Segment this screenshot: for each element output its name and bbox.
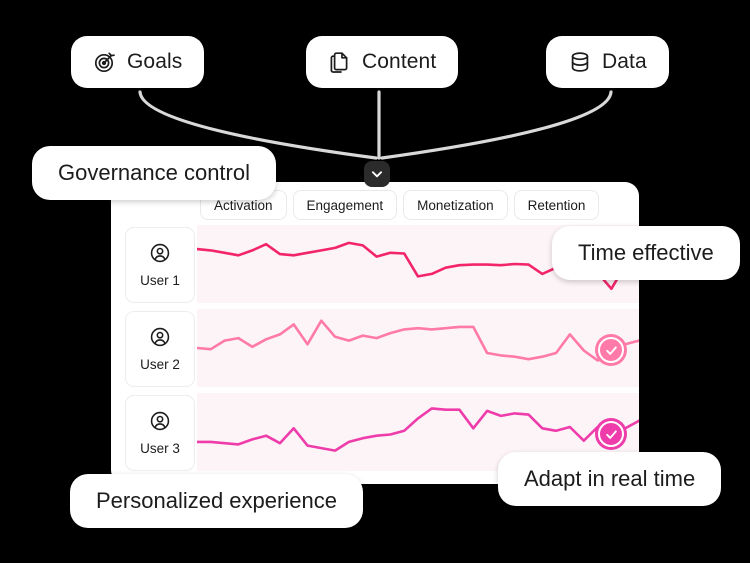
source-chip-content[interactable]: Content bbox=[306, 36, 459, 88]
check-circle-icon bbox=[605, 429, 617, 439]
database-icon bbox=[568, 50, 592, 74]
tab-bar: Activation Engagement Monetization Reten… bbox=[200, 190, 600, 220]
tab-engagement[interactable]: Engagement bbox=[292, 190, 398, 220]
user-cell-2[interactable]: User 2 bbox=[125, 311, 195, 387]
tab-monetization[interactable]: Monetization bbox=[403, 190, 508, 220]
callout-governance-control: Governance control bbox=[32, 146, 276, 200]
table-row: User 2 bbox=[111, 309, 639, 393]
callout-label: Personalized experience bbox=[96, 488, 337, 513]
check-circle-icon bbox=[605, 345, 617, 355]
source-chip-data[interactable]: Data bbox=[546, 36, 669, 88]
status-badge-user-2 bbox=[595, 334, 627, 366]
tab-label: Monetization bbox=[417, 197, 494, 213]
source-chip-label: Goals bbox=[127, 50, 183, 73]
tab-retention[interactable]: Retention bbox=[513, 190, 600, 220]
source-chip-goals[interactable]: Goals bbox=[71, 36, 205, 88]
callout-personalized-experience: Personalized experience bbox=[70, 474, 363, 528]
target-icon bbox=[93, 50, 117, 74]
copy-documents-icon bbox=[328, 50, 352, 74]
user-cell-1[interactable]: User 1 bbox=[125, 227, 195, 303]
chevron-down-icon[interactable] bbox=[364, 161, 390, 187]
callout-label: Adapt in real time bbox=[524, 466, 696, 491]
user-circle-icon bbox=[149, 242, 171, 269]
sparkline-path bbox=[197, 319, 639, 362]
source-chip-label: Data bbox=[602, 50, 647, 73]
tab-label: Retention bbox=[527, 197, 586, 213]
user-circle-icon bbox=[149, 410, 171, 437]
user-label: User 2 bbox=[140, 357, 180, 373]
callout-label: Governance control bbox=[58, 160, 250, 185]
badge-ring bbox=[598, 421, 624, 447]
sparkline-user-2 bbox=[197, 309, 639, 387]
tab-label: Activation bbox=[214, 197, 273, 213]
tab-label: Engagement bbox=[306, 197, 384, 213]
user-label: User 3 bbox=[140, 441, 180, 457]
user-circle-icon bbox=[149, 326, 171, 353]
user-cell-3[interactable]: User 3 bbox=[125, 395, 195, 471]
sparkline-path bbox=[197, 407, 639, 452]
badge-ring bbox=[598, 337, 624, 363]
status-badge-user-3 bbox=[595, 418, 627, 450]
dashboard-panel: Activation Engagement Monetization Reten… bbox=[111, 182, 639, 484]
callout-time-effective: Time effective bbox=[552, 226, 740, 280]
callout-adapt-in-real-time: Adapt in real time bbox=[498, 452, 722, 506]
callout-label: Time effective bbox=[578, 240, 714, 265]
connector-data bbox=[380, 90, 613, 160]
user-label: User 1 bbox=[140, 273, 180, 289]
source-chip-label: Content bbox=[362, 50, 437, 73]
